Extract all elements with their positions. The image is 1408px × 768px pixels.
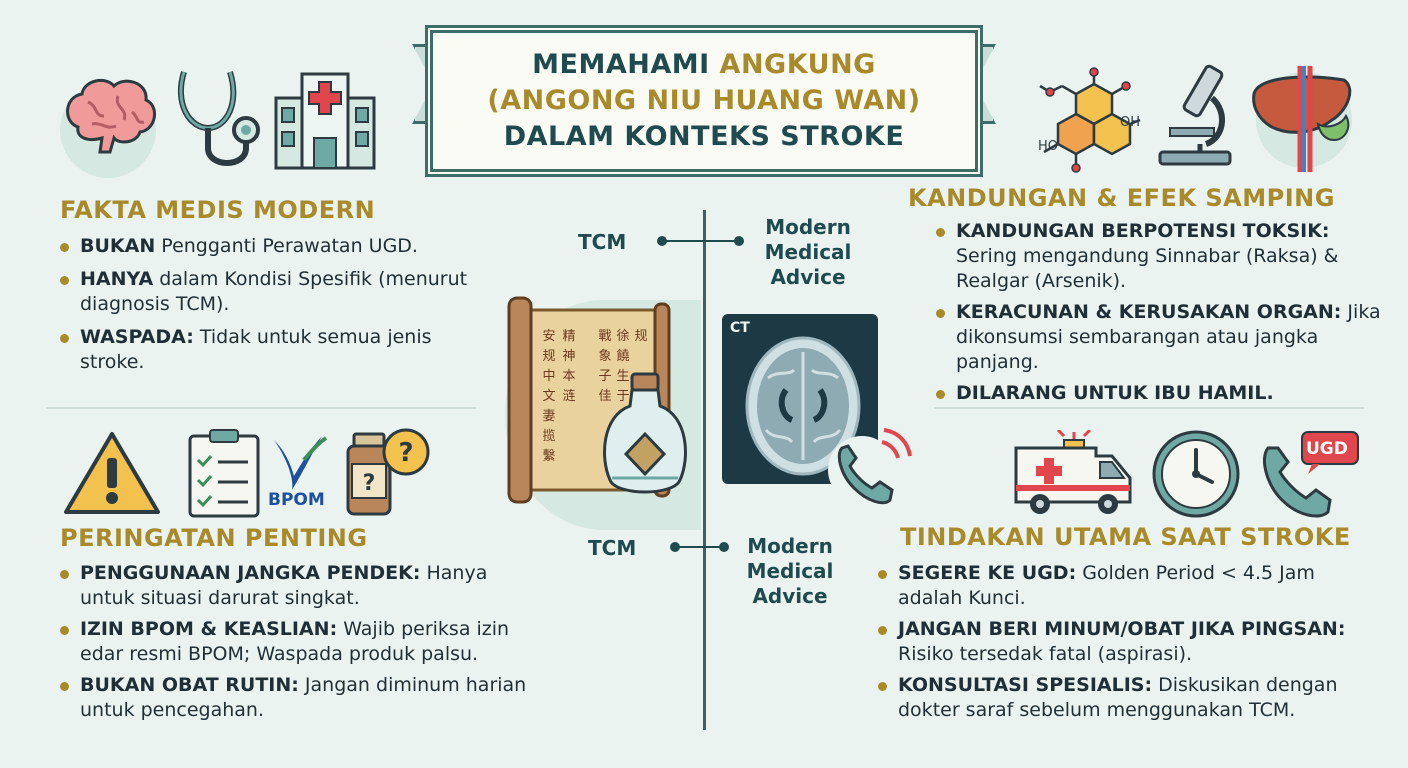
svg-text:?: ? [398,438,413,468]
ambulance-icon [1014,430,1132,514]
peringatan-heading: PERINGATAN PENTING [60,524,368,552]
list-item: KONSULTASI SPESIALIS: Diskusikan dengan … [876,673,1376,723]
checklist-icon [188,429,260,518]
scroll-char: 佳 [598,389,611,404]
tcm-label-top: TCM [578,230,627,254]
scroll-char: 于 [616,389,629,404]
right-divider [934,407,1364,409]
brain-scan-icon [745,336,861,476]
timeline-connector [662,240,740,242]
scroll-char: 涟 [562,388,575,404]
scroll-char: 妻 [542,409,555,424]
list-item: KANDUNGAN BERPOTENSI TOKSIK: Sering meng… [934,219,1384,294]
list-item: JANGAN BERI MINUM/OBAT JIKA PINGSAN: Ris… [876,617,1376,667]
svg-text:?: ? [363,471,376,496]
modern-label-top: Modern Medical Advice [764,215,852,289]
scroll-char: 精 [562,329,575,344]
timeline-dot [719,542,729,552]
bpom-label: BPOM [268,490,325,510]
medicine-bottle-icon [603,372,687,494]
clock-icon [1152,430,1240,518]
title-banner: MEMAHAMI ANGKUNG (ANGONG NIU HUANG WAN) … [428,28,980,174]
scroll-char: 子 [598,369,611,384]
title-line-2: (ANGONG NIU HUANG WAN) [487,85,921,116]
brain-icon [66,78,156,154]
scroll-char: 神 [562,349,575,364]
center-vertical-line [703,210,706,730]
fakta-heading: FAKTA MEDIS MODERN [60,196,376,224]
microscope-icon [1158,64,1232,166]
scroll-char: 中 [542,369,555,384]
list-item: BUKAN OBAT RUTIN: Jangan diminum harian … [58,673,538,723]
kandungan-list: KANDUNGAN BERPOTENSI TOKSIK: Sering meng… [934,219,1384,414]
timeline-dot [734,236,744,246]
scroll-char: 规 [542,349,555,364]
list-item: WASPADA: Tidak untuk semua jenis stroke. [58,325,478,375]
scroll-char: 安 [542,329,555,344]
scroll-char: 文 [542,389,555,404]
left-divider [46,407,476,409]
modern-label-bottom: Modern Medical Advice [746,534,834,608]
bpom-logo-icon [274,436,328,490]
list-item: PENGGUNAAN JANGKA PENDEK: Hanya untuk si… [58,561,538,611]
scroll-char: 繫 [542,449,555,464]
list-item: HANYA dalam Kondisi Spesifik (menurut di… [58,267,478,317]
list-item: KERACUNAN & KERUSAKAN ORGAN: Jika dikons… [934,300,1384,375]
list-item: DILARANG UNTUK IBU HAMIL. [934,381,1384,406]
ugd-phone-icon [1263,431,1359,518]
stethoscope-icon [177,71,260,166]
tindakan-list: SEGERE KE UGD: Golden Period < 4.5 Jam a… [876,561,1376,731]
scroll-char: 戰 [598,329,611,344]
scroll-char: 徐 [616,329,629,344]
list-item: SEGERE KE UGD: Golden Period < 4.5 Jam a… [876,561,1376,611]
scroll-char: 规 [634,329,647,344]
scroll-char: 生 [616,369,629,384]
bottle-question-icon: ? ? [346,428,430,516]
fakta-list: BUKAN Pengganti Perawatan UGD. HANYA dal… [58,234,478,383]
liver-icon [1252,66,1352,172]
scroll-char: 象 [598,349,611,364]
warning-icon [64,432,160,514]
oh-label: OH [1120,115,1140,130]
ho-label: HO [1038,139,1058,154]
timeline-connector [675,546,725,548]
scroll-char: 揽 [542,428,555,444]
list-item: IZIN BPOM & KEASLIAN: Wajib periksa izin… [58,617,538,667]
hospital-icon [274,72,376,170]
list-item: BUKAN Pengganti Perawatan UGD. [58,234,478,259]
title-line-1: MEMAHAMI ANGKUNG [532,49,876,80]
tcm-label-bottom: TCM [588,536,637,560]
molecule-icon: OH HO [1038,67,1141,173]
peringatan-list: PENGGUNAAN JANGKA PENDEK: Hanya untuk si… [58,561,538,731]
scroll-char: 饒 [616,348,629,364]
ct-label: CT [730,320,750,336]
kandungan-heading: KANDUNGAN & EFEK SAMPING [908,184,1335,212]
title-line-3: DALAM KONTEKS STROKE [503,121,905,152]
ugd-badge: UGD [1306,439,1348,459]
tindakan-heading: TINDAKAN UTAMA SAAT STROKE [900,523,1351,551]
phone-ringing-icon [828,428,912,505]
scroll-char: 本 [562,369,575,384]
